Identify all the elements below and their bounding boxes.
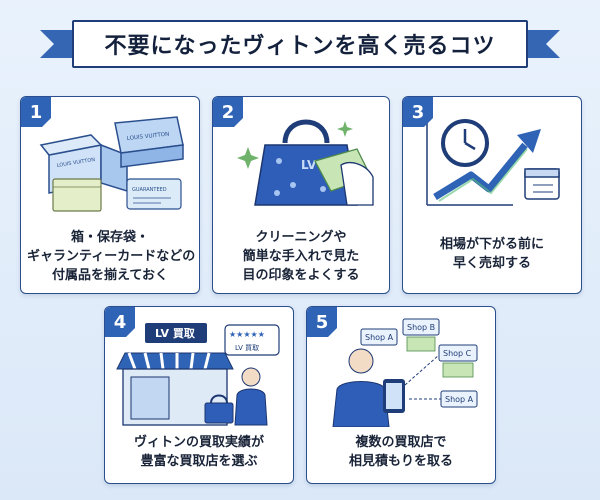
clock-icon xyxy=(441,119,489,167)
tip-card-2: LV クリーニングや 簡単な手入れで見た 目の印象をよくする 2 xyxy=(212,96,390,294)
tip-card-4: LV 買取 ★★★★★ LV 買取 ヴィトンの買取 xyxy=(104,306,294,484)
shop-label: Shop C xyxy=(443,349,472,358)
tip-number-badge: 4 xyxy=(105,307,135,337)
cleaning-illustration: LV xyxy=(223,105,379,213)
tip-caption-4: ヴィトンの買取実績が 豊富な買取店を選ぶ xyxy=(133,435,264,469)
guarantee-card-text: GUARANTEED xyxy=(132,187,167,193)
bag-monogram: LV xyxy=(301,158,317,172)
accessories-illustration: LOUIS VUITTON LOUIS VUITTON GUARANTEED xyxy=(31,105,189,213)
compare-quotes-illustration: Shop A Shop B Shop C Shop A xyxy=(317,315,485,428)
rating-label: LV 買取 xyxy=(235,344,259,352)
rating-stars: ★★★★★ xyxy=(229,330,265,339)
guarantee-card-icon: GUARANTEED xyxy=(126,178,182,210)
shop-label: Shop B xyxy=(407,323,435,332)
title-ribbon: 不要になったヴィトンを高く売るコツ xyxy=(40,20,542,68)
dust-bag-icon xyxy=(52,178,102,212)
shop-label: Shop A xyxy=(365,333,394,342)
tip-card-1: LOUIS VUITTON LOUIS VUITTON GUARANTEED 箱… xyxy=(20,96,200,294)
store-sign-text: LV 買取 xyxy=(155,327,195,340)
rating-bubble-icon: ★★★★★ LV 買取 xyxy=(224,324,280,356)
tip-card-3: 相場が下がる前に 早く売却する 3 xyxy=(402,96,582,294)
tip-caption-1: 箱・保存袋・ ギャランティーカードなどの 付属品を揃えておく xyxy=(27,230,196,283)
tip-caption-3: 相場が下がる前に 早く売却する xyxy=(439,237,544,271)
page-title: 不要になったヴィトンを高く売るコツ xyxy=(104,34,496,59)
buyback-store-illustration: LV 買取 ★★★★★ LV 買取 xyxy=(115,315,283,427)
box-lid-logo-text: LOUIS VUITTON xyxy=(127,132,170,142)
handbag-icon xyxy=(204,394,234,424)
sparkle-icon xyxy=(237,121,353,169)
ribbon-band: 不要になったヴィトンを高く売るコツ xyxy=(72,20,528,68)
tip-number-badge: 2 xyxy=(213,97,243,127)
tip-card-5: Shop A Shop B Shop C Shop A 複数の買取店で 相見積も… xyxy=(306,306,496,484)
market-timing-illustration xyxy=(413,105,571,213)
tip-number-badge: 3 xyxy=(403,97,433,127)
tip-number-badge: 1 xyxy=(21,97,51,127)
cleaning-cloth-icon xyxy=(314,148,374,206)
shop-quote-tag: Shop A xyxy=(360,328,398,346)
shop-quote-tag: Shop C xyxy=(438,344,478,378)
person-with-phone-icon xyxy=(332,348,405,428)
tip-number-badge: 5 xyxy=(307,307,337,337)
box-lid-icon: LOUIS VUITTON xyxy=(114,116,184,168)
staff-person-icon xyxy=(234,367,268,426)
calendar-icon xyxy=(524,168,560,200)
store-sign-icon: LV 買取 xyxy=(145,323,207,343)
shop-label: Shop A xyxy=(445,395,474,404)
tip-caption-5: 複数の買取店で 相見積もりを取る xyxy=(348,435,453,469)
trend-up-arrow-icon xyxy=(433,129,541,202)
tip-caption-2: クリーニングや 簡単な手入れで見た 目の印象をよくする xyxy=(242,230,360,283)
shop-quote-tag: Shop A xyxy=(440,390,478,408)
shop-quote-tag: Shop B xyxy=(402,318,440,352)
